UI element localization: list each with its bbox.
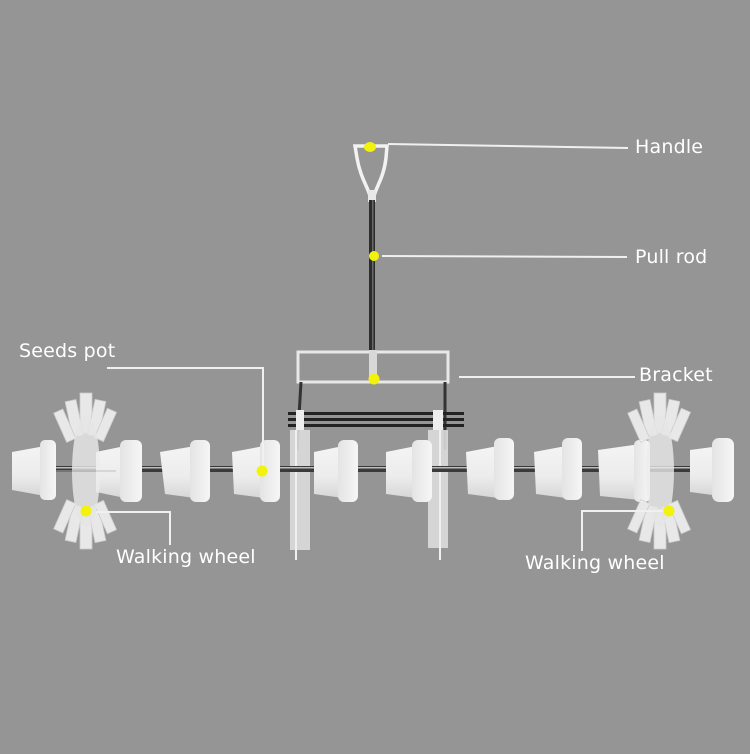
seed-pots <box>12 438 734 502</box>
marker-dots <box>80 142 675 517</box>
handle-part <box>352 144 389 202</box>
bracket-part <box>288 350 464 560</box>
seeds-pot-leader <box>107 367 264 468</box>
pull-rod-leader <box>381 255 628 258</box>
handle-leader <box>387 143 629 149</box>
pull-rod-part <box>369 200 375 350</box>
seeds-pot-label: Seeds pot <box>19 340 116 362</box>
pull-rod-label: Pull rod <box>635 246 708 268</box>
axle <box>20 466 732 472</box>
left-wheel-leader <box>96 511 171 545</box>
right-walking-wheel <box>627 392 692 550</box>
right-wheel-marker <box>663 505 675 517</box>
pull-rod-marker <box>369 251 379 261</box>
left-walking-wheel-label: Walking wheel <box>116 546 256 568</box>
left-walking-wheel <box>53 392 118 550</box>
left-wheel-marker <box>80 505 92 517</box>
right-walking-wheel-label: Walking wheel <box>525 552 665 574</box>
right-wheel-leader <box>581 510 663 551</box>
handle-label: Handle <box>635 136 704 158</box>
handle-marker <box>364 142 376 152</box>
bracket-label: Bracket <box>639 364 713 386</box>
seeds-pot-marker <box>256 465 268 477</box>
leader-lines <box>96 143 663 551</box>
bracket-marker <box>368 373 380 385</box>
